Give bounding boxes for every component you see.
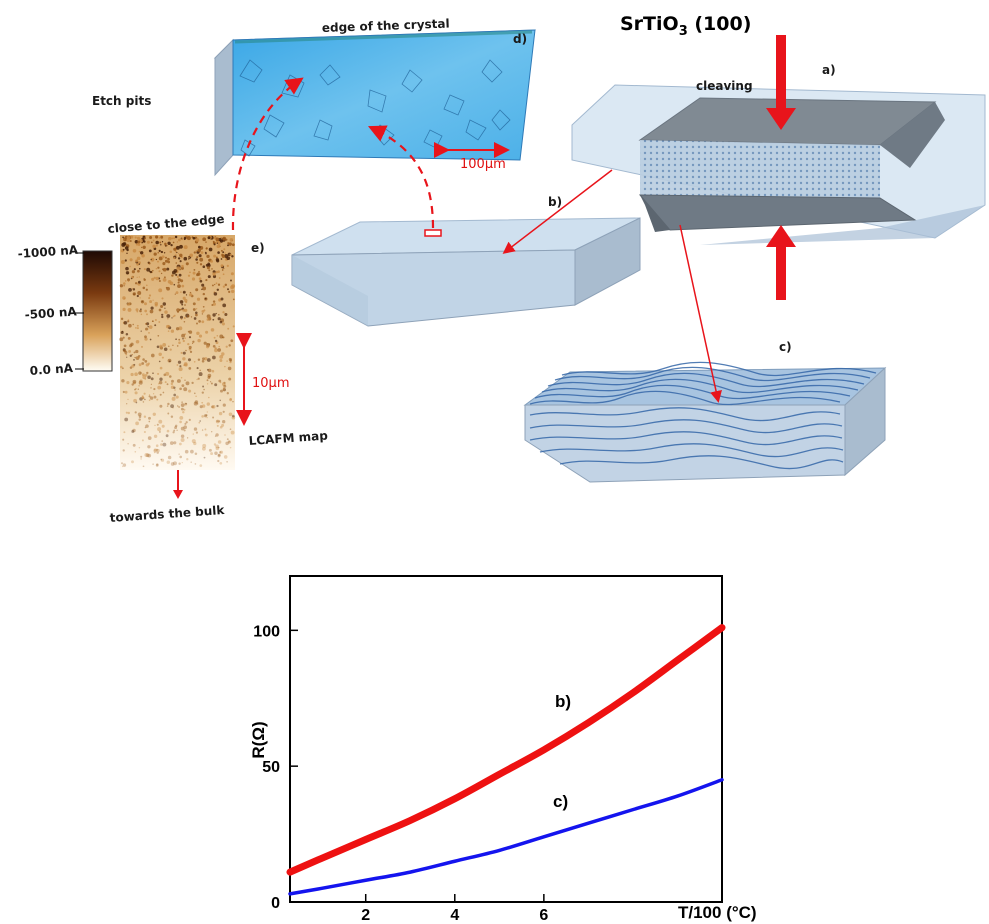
label-scale-10um: 10µm — [252, 376, 289, 391]
label-b: b) — [548, 195, 562, 209]
lcafm-map — [119, 235, 236, 470]
label-lcafm-map: LCAFM map — [248, 428, 328, 448]
slab-b — [291, 217, 641, 327]
sample-region-marker — [424, 229, 442, 237]
x-axis-label: T/100 (°C) — [678, 903, 757, 922]
slab-c — [523, 361, 887, 483]
etch-pit-texture — [239, 59, 511, 157]
label-e: e) — [251, 241, 265, 255]
y-tick-label: 50 — [262, 759, 280, 776]
series-line-b — [286, 624, 726, 876]
title: SrTiO3 (100) — [620, 13, 751, 39]
label-towards-bulk: towards the bulk — [109, 503, 226, 525]
series-line-c — [288, 778, 724, 896]
label-a: a) — [822, 63, 836, 77]
x-tick-label: 4 — [450, 907, 459, 924]
lcafm-speckles — [119, 235, 236, 468]
plot-frame — [289, 575, 723, 903]
cleaving-crystal — [571, 84, 986, 245]
colorbar-tick-1000: -1000 nA — [17, 243, 79, 261]
etch-pits-block — [213, 29, 537, 177]
colorbar-tick-500: -500 nA — [24, 304, 78, 322]
connector-arrows — [231, 77, 722, 403]
x-tick-label: 2 — [361, 907, 370, 924]
label-d: d) — [513, 32, 527, 46]
x-tick-label: 6 — [539, 907, 548, 924]
label-c: c) — [779, 340, 792, 354]
cleaving-force-arrows — [766, 35, 796, 300]
label-scale-100um: 100µm — [460, 157, 506, 172]
label-close-to-edge: close to the edge — [107, 212, 225, 236]
label-edge-of-crystal: edge of the crystal — [322, 17, 450, 35]
curve-label-c: c) — [553, 792, 568, 811]
y-axis-label: R(Ω) — [249, 721, 268, 758]
colorbar — [75, 250, 113, 372]
label-cleaving: cleaving — [696, 79, 753, 93]
wave-texture — [529, 361, 877, 470]
chart-ticks: 2 4 6 0 50 100 — [253, 623, 548, 924]
towards-bulk-arrow — [173, 470, 183, 499]
y-tick-label: 100 — [253, 623, 280, 640]
y-tick-label: 0 — [271, 895, 280, 912]
chart-lines — [286, 624, 726, 896]
label-etch-pits: Etch pits — [92, 94, 151, 108]
curve-label-b: b) — [555, 692, 571, 711]
resistance-chart: 2 4 6 0 50 100 R(Ω) T/100 (°C) b) c) — [249, 575, 757, 924]
colorbar-tick-0: 0.0 nA — [29, 361, 74, 378]
